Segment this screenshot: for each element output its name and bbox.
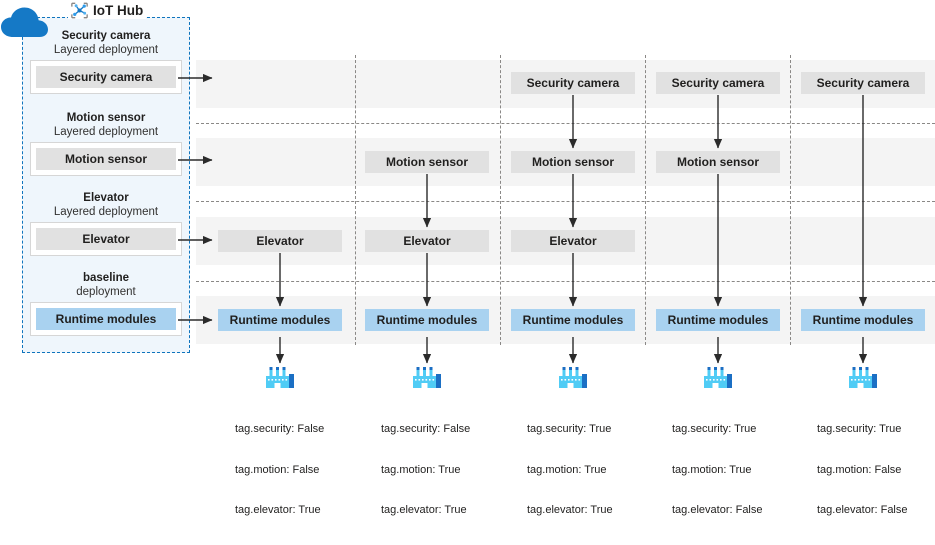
node-device-2-motion-sensor[interactable]: Motion sensor [365,151,489,173]
tag-line: tag.security: True [672,423,757,435]
node-device-1-elevator[interactable]: Elevator [218,230,342,252]
deployment-name: Motion sensor [66,112,146,124]
deployment-label-motion-sensor: Motion sensor Layered deployment [30,112,182,139]
deployment-kind: Layered deployment [53,43,159,56]
node-device-4-security-camera[interactable]: Security camera [656,72,780,94]
tag-line: tag.motion: True [672,463,752,476]
node-device-4-motion-sensor[interactable]: Motion sensor [656,151,780,173]
node-device-3-motion-sensor[interactable]: Motion sensor [511,151,635,173]
diagram-canvas: IoT Hub Security camera Layered deployme… [1,2,935,516]
deployment-module-motion-sensor[interactable]: Motion sensor [36,148,176,171]
tag-line: tag.motion: True [527,463,607,476]
row-divider-1 [196,123,935,124]
row-divider-3 [196,281,935,282]
tag-line: tag.elevator: True [527,504,613,516]
iot-hub-icon [71,2,88,19]
deployment-kind: deployment [76,285,136,298]
deployment-group-security-camera: Security camera Layered deployment Secur… [30,30,182,95]
deployment-group-elevator: Elevator Layered deployment Elevator [30,192,182,257]
deployment-name: Security camera [61,30,151,42]
tag-line: tag.motion: False [235,463,320,476]
tag-line: tag.elevator: True [235,504,321,516]
tags-device-4: tag.security: True tag.motion: True tag.… [672,396,822,545]
tag-line: tag.elevator: False [672,504,763,516]
column-divider-3 [645,55,646,345]
row-divider-2 [196,201,935,202]
node-device-5-security-camera[interactable]: Security camera [801,72,925,94]
deployment-frame-baseline: Runtime modules [30,302,182,337]
deployment-kind: Layered deployment [53,125,159,138]
deployment-group-motion-sensor: Motion sensor Layered deployment Motion … [30,112,182,177]
deployment-frame-motion-sensor: Motion sensor [30,142,182,177]
node-device-4-runtime-modules[interactable]: Runtime modules [656,309,780,331]
tag-line: tag.elevator: False [817,504,908,516]
tags-device-2: tag.security: False tag.motion: True tag… [381,396,531,545]
deployment-frame-security-camera: Security camera [30,60,182,95]
node-device-5-runtime-modules[interactable]: Runtime modules [801,309,925,331]
column-divider-4 [790,55,791,345]
node-device-1-runtime-modules[interactable]: Runtime modules [218,309,342,331]
factory-icon-device-5 [849,367,877,388]
column-divider-1 [355,55,356,345]
tag-line: tag.security: True [817,423,902,435]
node-device-2-elevator[interactable]: Elevator [365,230,489,252]
deployment-label-baseline: baseline deployment [30,272,182,299]
tags-device-3: tag.security: True tag.motion: True tag.… [527,396,677,545]
factory-icon-device-4 [704,367,732,388]
iot-hub-label: IoT Hub [93,3,144,18]
deployment-name: Elevator [83,192,129,204]
factory-icon-device-1 [266,367,294,388]
iot-hub-title: IoT Hub [68,2,147,19]
deployment-frame-elevator: Elevator [30,222,182,257]
tag-line: tag.motion: True [381,463,461,476]
node-device-3-security-camera[interactable]: Security camera [511,72,635,94]
deployment-module-elevator[interactable]: Elevator [36,228,176,251]
cloud-icon [1,7,48,37]
factory-icon-device-3 [559,367,587,388]
node-device-3-runtime-modules[interactable]: Runtime modules [511,309,635,331]
node-device-3-elevator[interactable]: Elevator [511,230,635,252]
tag-line: tag.security: False [235,423,325,435]
tag-line: tag.security: False [381,423,471,435]
deployment-module-runtime-modules[interactable]: Runtime modules [36,308,176,331]
column-divider-2 [500,55,501,345]
node-device-2-runtime-modules[interactable]: Runtime modules [365,309,489,331]
factory-icon-device-2 [413,367,441,388]
tag-line: tag.security: True [527,423,612,435]
deployment-group-baseline: baseline deployment Runtime modules [30,272,182,337]
tag-line: tag.motion: False [817,463,902,476]
deployment-label-elevator: Elevator Layered deployment [30,192,182,219]
deployment-module-security-camera[interactable]: Security camera [36,66,176,89]
tags-device-1: tag.security: False tag.motion: False ta… [235,396,385,545]
deployment-name: baseline [82,272,130,284]
tag-line: tag.elevator: True [381,504,467,516]
deployment-kind: Layered deployment [53,205,159,218]
tags-device-5: tag.security: True tag.motion: False tag… [817,396,935,545]
deployment-label-security-camera: Security camera Layered deployment [30,30,182,57]
